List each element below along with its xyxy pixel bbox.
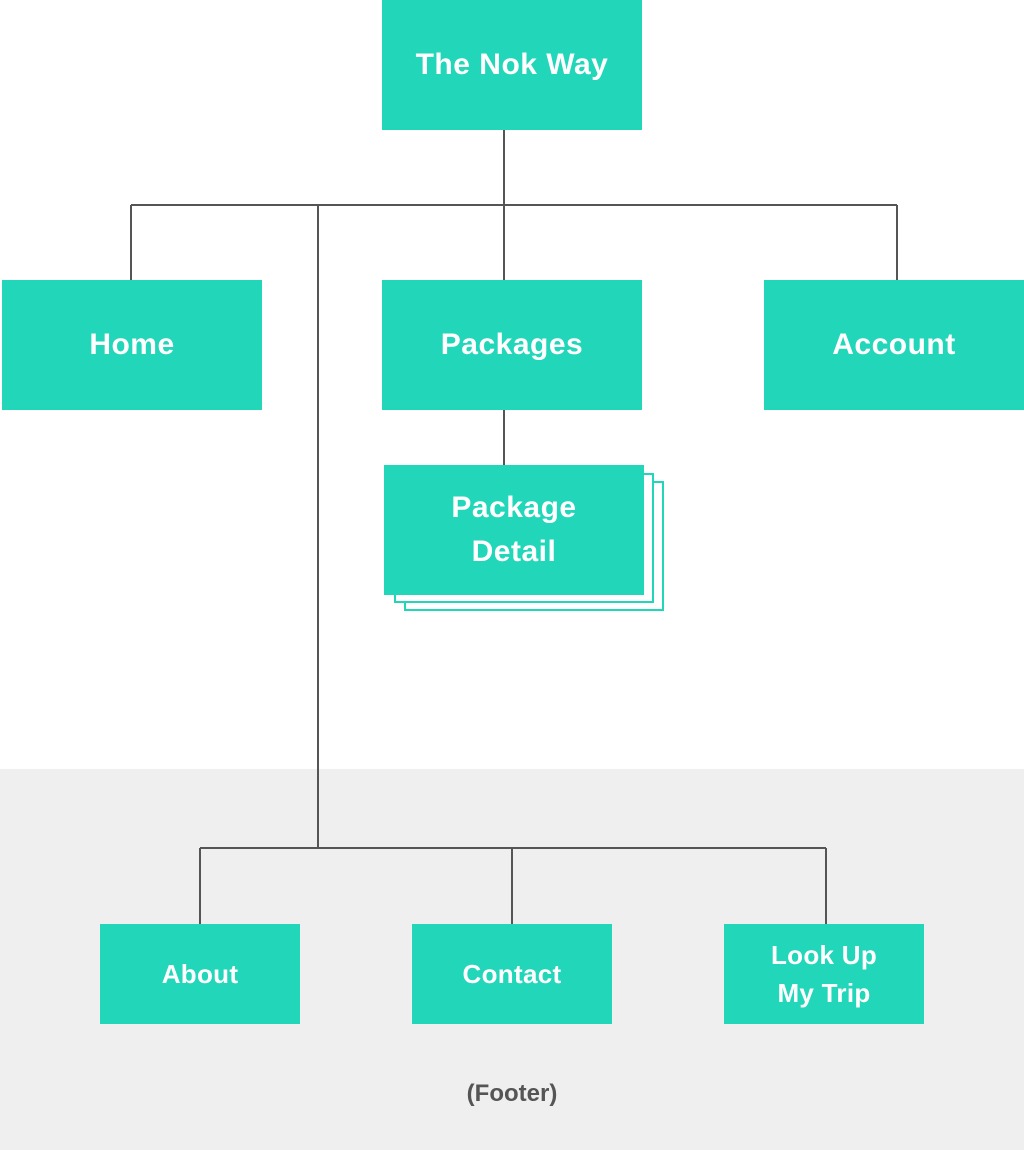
node-label: About: [161, 959, 239, 989]
node-label: Home: [89, 328, 175, 361]
node-packages: Packages: [382, 280, 642, 410]
node-label: Look Up My Trip: [770, 940, 878, 1008]
node-label: The Nok Way: [415, 48, 609, 81]
node-label: Account: [832, 328, 956, 361]
node-label: Packages: [440, 328, 584, 361]
node-the-nok-way: The Nok Way: [382, 0, 642, 130]
footer-caption: (Footer): [466, 1080, 558, 1107]
node-account: Account: [764, 280, 1024, 410]
node-label: Package Detail: [451, 491, 577, 568]
node-home: Home: [2, 280, 262, 410]
node-about: About: [100, 924, 300, 1024]
node-label: Contact: [462, 959, 562, 989]
node-look-up-my-trip: Look Up My Trip: [724, 924, 924, 1024]
node-package-detail: Package Detail: [384, 465, 644, 595]
node-contact: Contact: [412, 924, 612, 1024]
